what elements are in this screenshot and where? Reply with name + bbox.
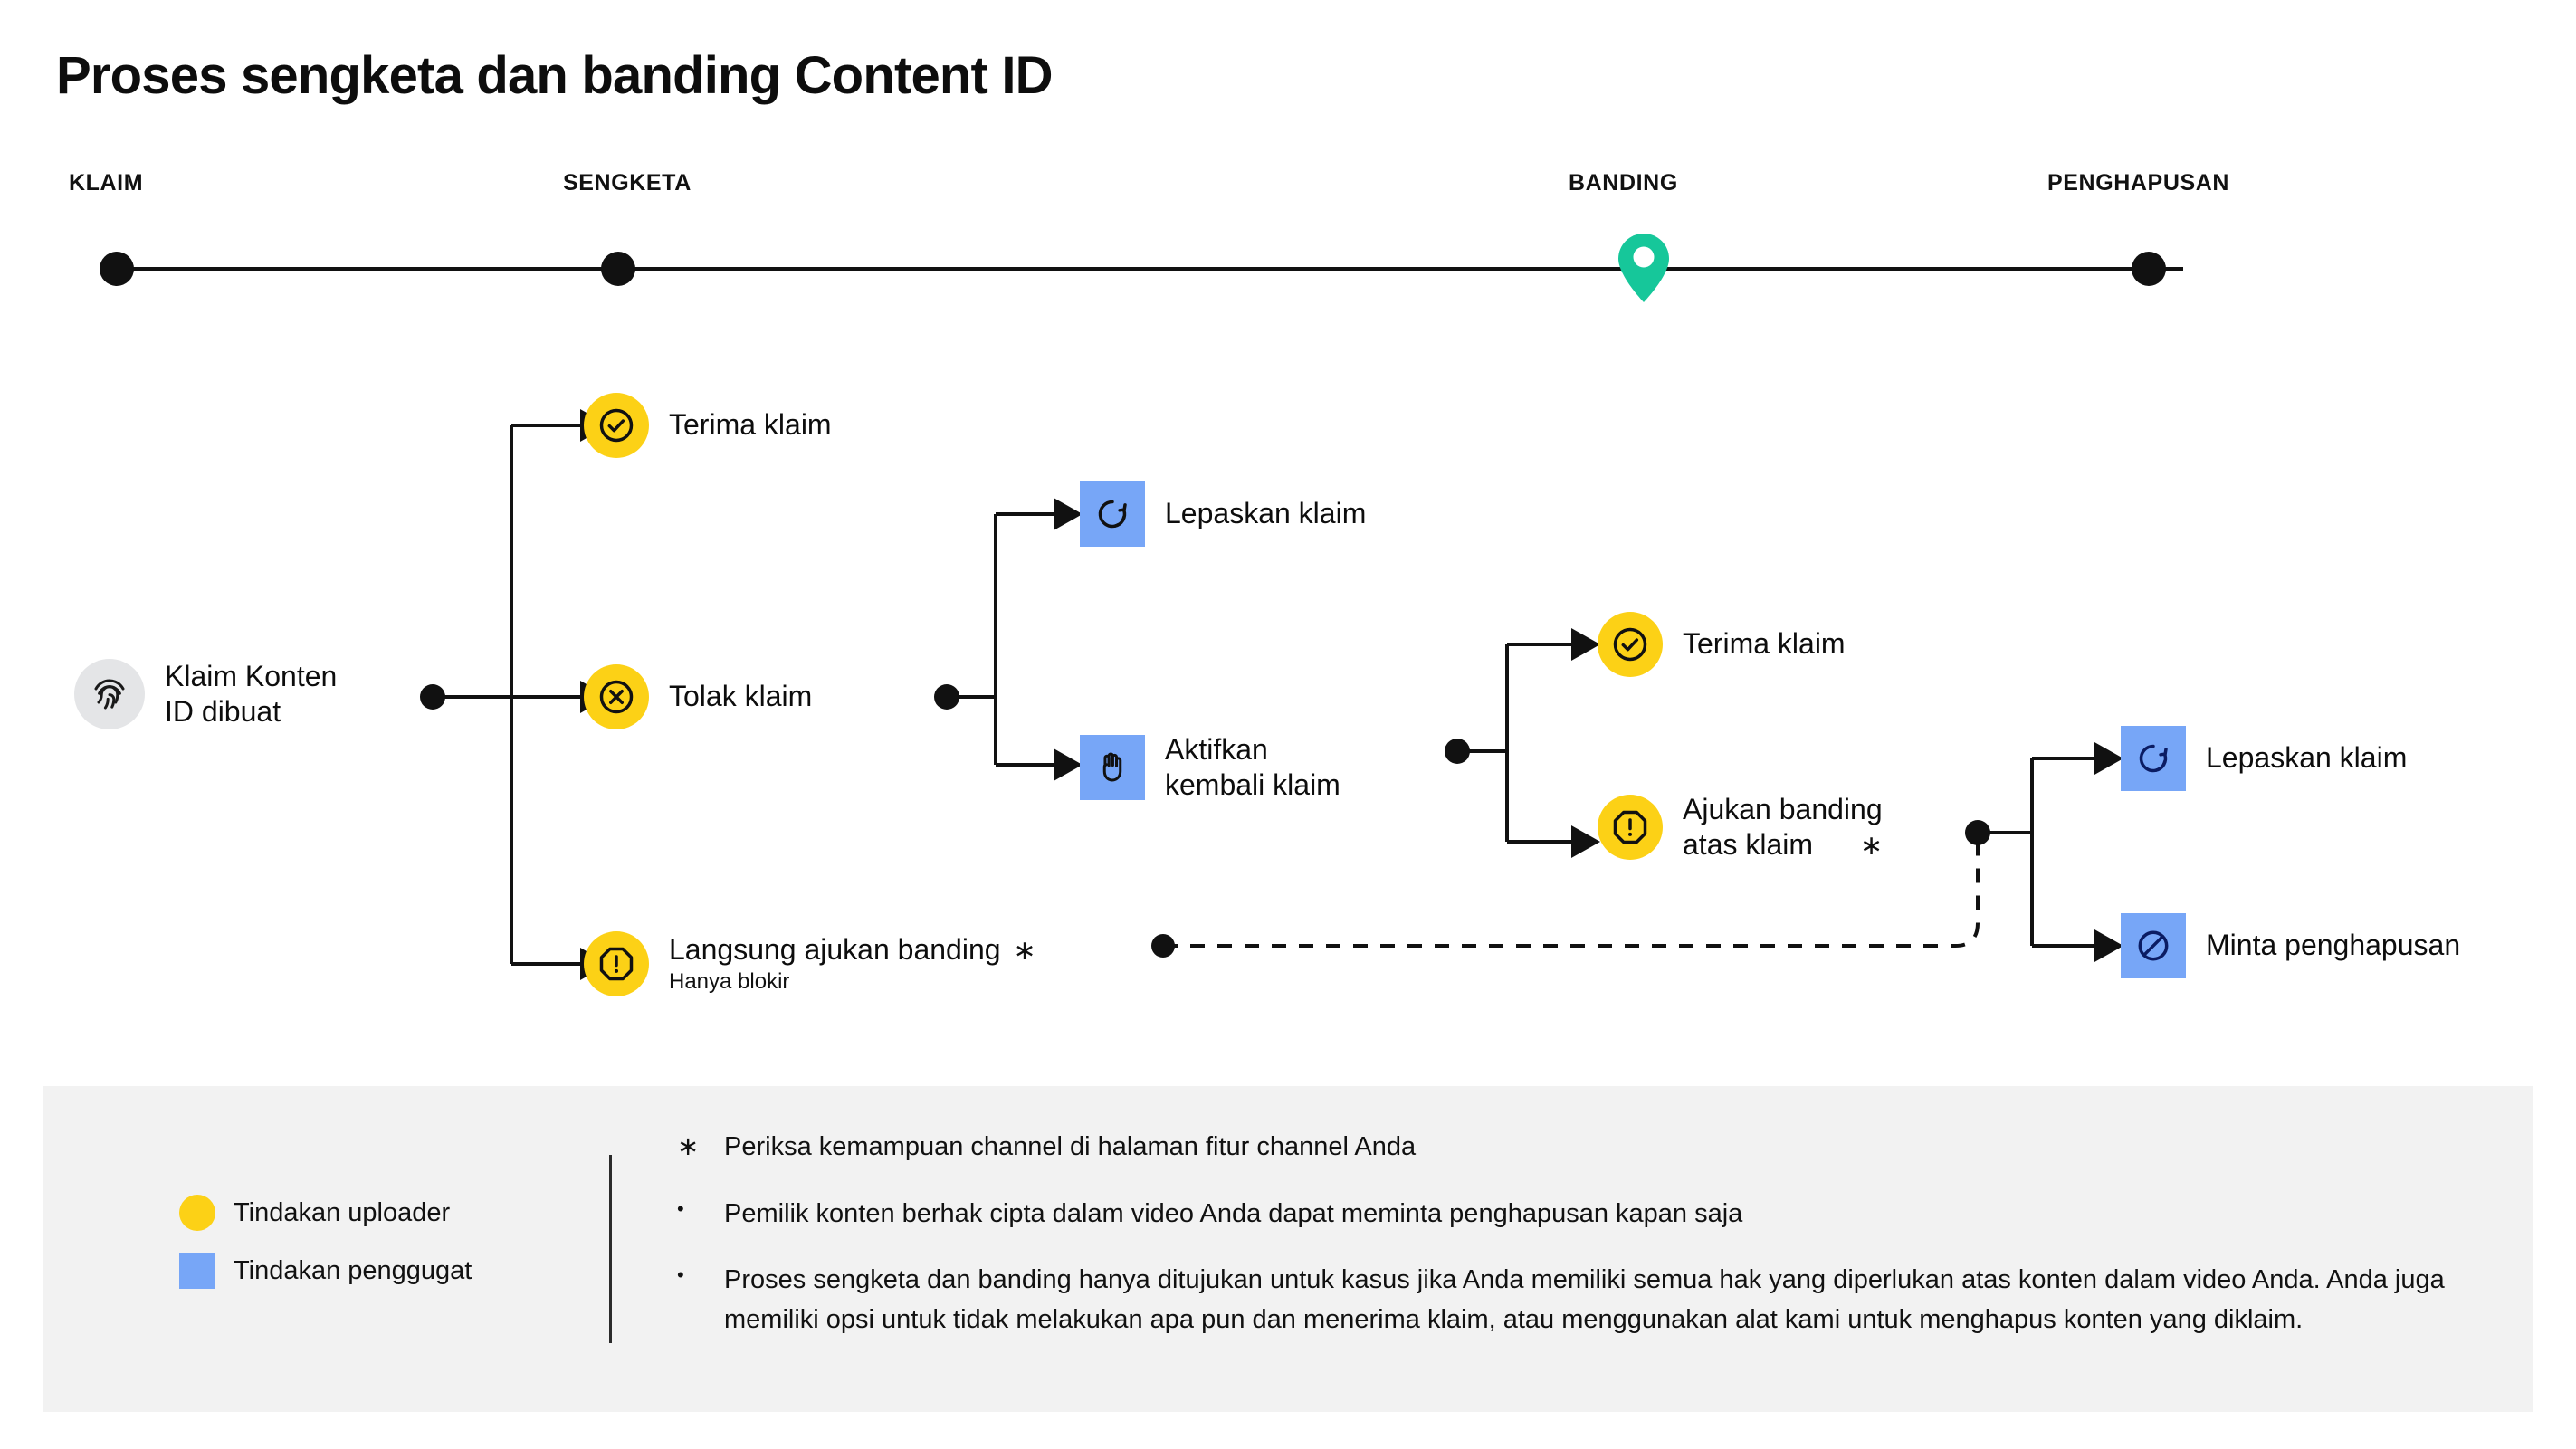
node-terima-klaim-banding[interactable]: Terima klaim — [1598, 612, 1846, 677]
node-terima-klaim-sengketa[interactable]: Terima klaim — [584, 393, 832, 458]
timeline-label-sengketa: SENGKETA — [563, 170, 692, 195]
alert-octagon-icon — [584, 931, 649, 996]
timeline-dot-penghapusan — [2132, 252, 2166, 286]
footnote-marker: ∗ — [677, 1132, 700, 1161]
release-claim-icon — [1080, 481, 1145, 547]
x-circle-icon — [584, 664, 649, 729]
page-title: Proses sengketa dan banding Content ID — [56, 46, 1054, 105]
node-label: Langsung ajukan banding — [669, 933, 1001, 967]
legend-label: Tindakan uploader — [234, 1197, 451, 1227]
legend-label: Tindakan penggugat — [234, 1255, 472, 1285]
check-circle-icon — [584, 393, 649, 458]
timeline-label-banding: BANDING — [1569, 170, 1678, 195]
node-aktifkan-kembali-klaim[interactable]: Aktifkan kembali klaim — [1080, 732, 1340, 803]
footnote-text: Pemilik konten berhak cipta dalam video … — [724, 1198, 1743, 1228]
node-label: Aktifkan kembali klaim — [1165, 733, 1340, 802]
alert-octagon-icon — [1598, 795, 1663, 861]
timeline-label-klaim: KLAIM — [69, 170, 144, 195]
footnote-star: ∗ — [1860, 831, 1884, 861]
node-lepaskan-klaim-2[interactable]: Lepaskan klaim — [2121, 726, 2407, 791]
node-ajukan-banding-atas-klaim[interactable]: Ajukan banding atas klaim ∗ — [1598, 792, 1883, 863]
timeline-dot-klaim — [100, 252, 134, 286]
node-label: Terima klaim — [669, 408, 832, 442]
node-label: Lepaskan klaim — [1165, 497, 1367, 530]
node-langsung-ajukan-banding[interactable]: Langsung ajukan banding ∗ Hanya blokir — [584, 931, 1036, 996]
footnote-text: Periksa kemampuan channel di halaman fit… — [724, 1132, 1417, 1161]
check-circle-icon — [1598, 612, 1663, 677]
legend-blue-square-icon — [179, 1253, 215, 1289]
node-label: Ajukan banding atas klaim — [1683, 793, 1883, 862]
node-sublabel: Hanya blokir — [669, 969, 790, 995]
legend-yellow-circle-icon — [179, 1195, 215, 1231]
footnote-text: Proses sengketa dan banding hanya dituju… — [724, 1265, 2445, 1334]
node-klaim-konten-id-dibuat[interactable]: Klaim Konten ID dibuat — [74, 659, 338, 730]
footnote-star: ∗ — [1013, 936, 1036, 967]
node-label: Tolak klaim — [669, 680, 813, 713]
node-label: Klaim Konten ID dibuat — [165, 660, 338, 729]
block-icon — [2121, 913, 2186, 978]
footnote-item: • Proses sengketa dan banding hanya ditu… — [677, 1261, 2542, 1339]
footnote-item: • Pemilik konten berhak cipta dalam vide… — [677, 1195, 2542, 1235]
footnotes: ∗ Periksa kemampuan channel di halaman f… — [677, 1128, 2542, 1367]
release-claim-icon — [2121, 726, 2186, 791]
timeline-axis — [116, 267, 2183, 271]
timeline-pin-banding — [1618, 234, 1669, 302]
node-minta-penghapusan[interactable]: Minta penghapusan — [2121, 913, 2460, 978]
footnote-marker: • — [677, 1196, 684, 1220]
node-label: Lepaskan klaim — [2206, 741, 2408, 775]
node-tolak-klaim[interactable]: Tolak klaim — [584, 664, 812, 729]
footer-panel: Tindakan uploader Tindakan penggugat ∗ P… — [43, 1086, 2533, 1412]
legend: Tindakan uploader Tindakan penggugat — [179, 1195, 472, 1311]
footnote-item: ∗ Periksa kemampuan channel di halaman f… — [677, 1128, 2542, 1168]
node-lepaskan-klaim-1[interactable]: Lepaskan klaim — [1080, 481, 1366, 547]
fingerprint-icon — [74, 659, 145, 730]
legend-item-uploader: Tindakan uploader — [179, 1195, 472, 1231]
node-label: Minta penghapusan — [2206, 929, 2461, 962]
footnote-marker: • — [677, 1263, 684, 1286]
legend-item-penggugat: Tindakan penggugat — [179, 1253, 472, 1289]
node-label: Terima klaim — [1683, 627, 1846, 661]
timeline-label-penghapusan: PENGHAPUSAN — [2047, 170, 2230, 195]
footer-divider — [609, 1155, 612, 1343]
timeline-dot-sengketa — [601, 252, 635, 286]
hand-stop-icon — [1080, 735, 1145, 801]
